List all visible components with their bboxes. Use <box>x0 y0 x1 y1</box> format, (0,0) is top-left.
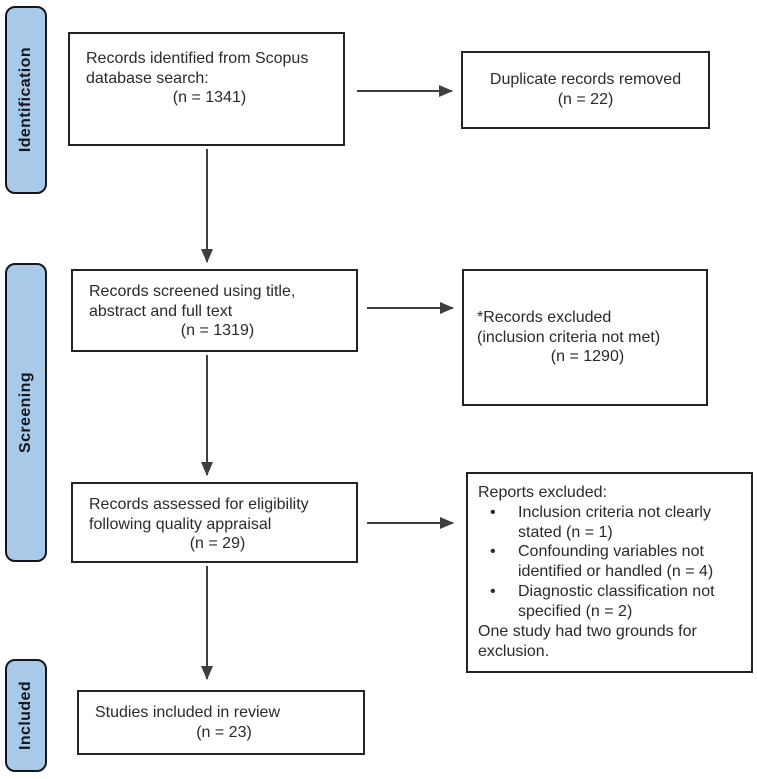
box-records-identified-count: (n = 1341) <box>172 89 247 107</box>
box-studies-included-line1: Studies included in review <box>95 704 280 721</box>
box-records-screened-line2: abstract and full text <box>89 302 233 320</box>
stage-label-included-text: Included <box>17 681 34 750</box>
box-duplicates-removed: Duplicate records removed (n = 22) <box>461 51 710 129</box>
box-records-identified: Records identified from Scopus database … <box>68 32 345 146</box>
stage-label-identification: Identification <box>5 6 47 194</box>
list-item: • Inclusion criteria not clearly stated … <box>478 503 743 543</box>
box-records-assessed-count: (n = 29) <box>189 535 246 553</box>
box-reports-excluded-footnote: One study had two grounds for exclusion. <box>478 622 697 660</box>
bullet-icon: • <box>490 543 496 561</box>
box-records-excluded-line2: (inclusion criteria not met) <box>477 328 661 346</box>
box-duplicates-removed-line1: Duplicate records removed <box>489 71 682 89</box>
box-records-identified-line1: Records identified from Scopus <box>86 50 309 67</box>
box-records-excluded: *Records excluded (inclusion criteria no… <box>462 269 708 406</box>
bullet-text-diagnostic-classification: Diagnostic classification not specified … <box>518 583 715 620</box>
box-records-identified-line2: database search: <box>86 69 209 87</box>
box-studies-included: Studies included in review (n = 23) <box>77 690 365 755</box>
list-item: • Confounding variables not identified o… <box>478 542 743 582</box>
box-records-assessed: Records assessed for eligibility followi… <box>71 482 358 563</box>
box-duplicates-removed-count: (n = 22) <box>557 91 614 108</box>
bullet-icon: • <box>490 503 496 521</box>
box-studies-included-count: (n = 23) <box>196 723 252 741</box>
list-item: • Diagnostic classification not specifie… <box>478 582 743 622</box>
stage-label-screening-text: Screening <box>17 372 34 453</box>
box-reports-excluded-title: Reports excluded: <box>478 484 607 501</box>
box-records-screened-line1: Records screened using title, <box>89 283 296 300</box>
stage-label-identification-text: Identification <box>17 47 34 153</box>
bullet-icon: • <box>490 583 496 601</box>
box-records-assessed-line1: Records assessed for eligibility <box>89 496 309 513</box>
box-records-assessed-line2: following quality appraisal <box>89 515 272 533</box>
stage-label-included: Included <box>5 659 47 772</box>
stage-label-screening: Screening <box>5 263 47 562</box>
box-reports-excluded: Reports excluded: • Inclusion criteria n… <box>466 472 753 673</box>
box-records-screened-count: (n = 1319) <box>180 322 255 340</box>
bullet-text-inclusion-criteria: Inclusion criteria not clearly stated (n… <box>518 503 711 541</box>
bullet-text-confounding-variables: Confounding variables not identified or … <box>518 543 714 581</box>
box-records-excluded-count: (n = 1290) <box>550 348 625 366</box>
box-records-screened: Records screened using title, abstract a… <box>71 269 358 352</box>
box-records-excluded-line1: *Records excluded <box>477 309 612 327</box>
